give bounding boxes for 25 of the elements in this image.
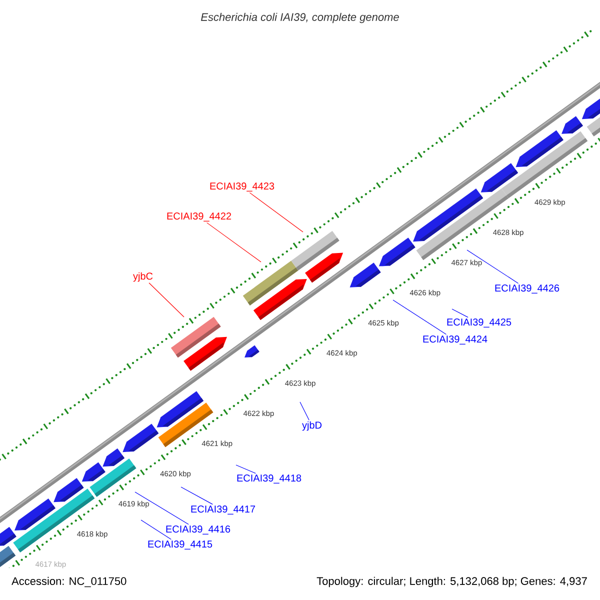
- gene-label: ECIAI39_4426: [495, 284, 560, 294]
- gene-label: ECIAI39_4424: [423, 336, 488, 344]
- title: Escherichia coli IAI39, complete genome: [201, 12, 399, 24]
- leader-line: [140, 520, 172, 540]
- leader-line: [148, 282, 184, 318]
- leader-line: [206, 222, 262, 262]
- gene-label: ECIAI39_4423: [210, 182, 274, 192]
- genome-info-text: Topology: circular; Length: 5,132,068 bp; Genes: 4,937: [316, 576, 587, 588]
- leader-line: [236, 464, 256, 474]
- leader-line: [392, 300, 446, 335]
- leader-line: [300, 402, 310, 420]
- gene-label: ECIAI39_4416: [166, 526, 230, 534]
- gene-label: ECIAI39_4422: [167, 212, 232, 222]
- leader-line: [466, 250, 519, 284]
- gene-label: ECIAI39_4425: [447, 318, 512, 328]
- gene-label: ECIAI39_4418: [237, 474, 302, 484]
- leader-line: [180, 486, 213, 505]
- leader-line: [249, 192, 304, 232]
- leader-line: [452, 308, 468, 318]
- accession-text: Accession: NC_011750: [12, 576, 126, 588]
- gene-label: ECIAI39_4415: [148, 540, 212, 550]
- gene-label: yjbC: [133, 272, 153, 282]
- leader-line: [134, 492, 189, 525]
- gene-label: ECIAI39_4417: [191, 506, 256, 514]
- gene-label: yjbD: [302, 421, 322, 431]
